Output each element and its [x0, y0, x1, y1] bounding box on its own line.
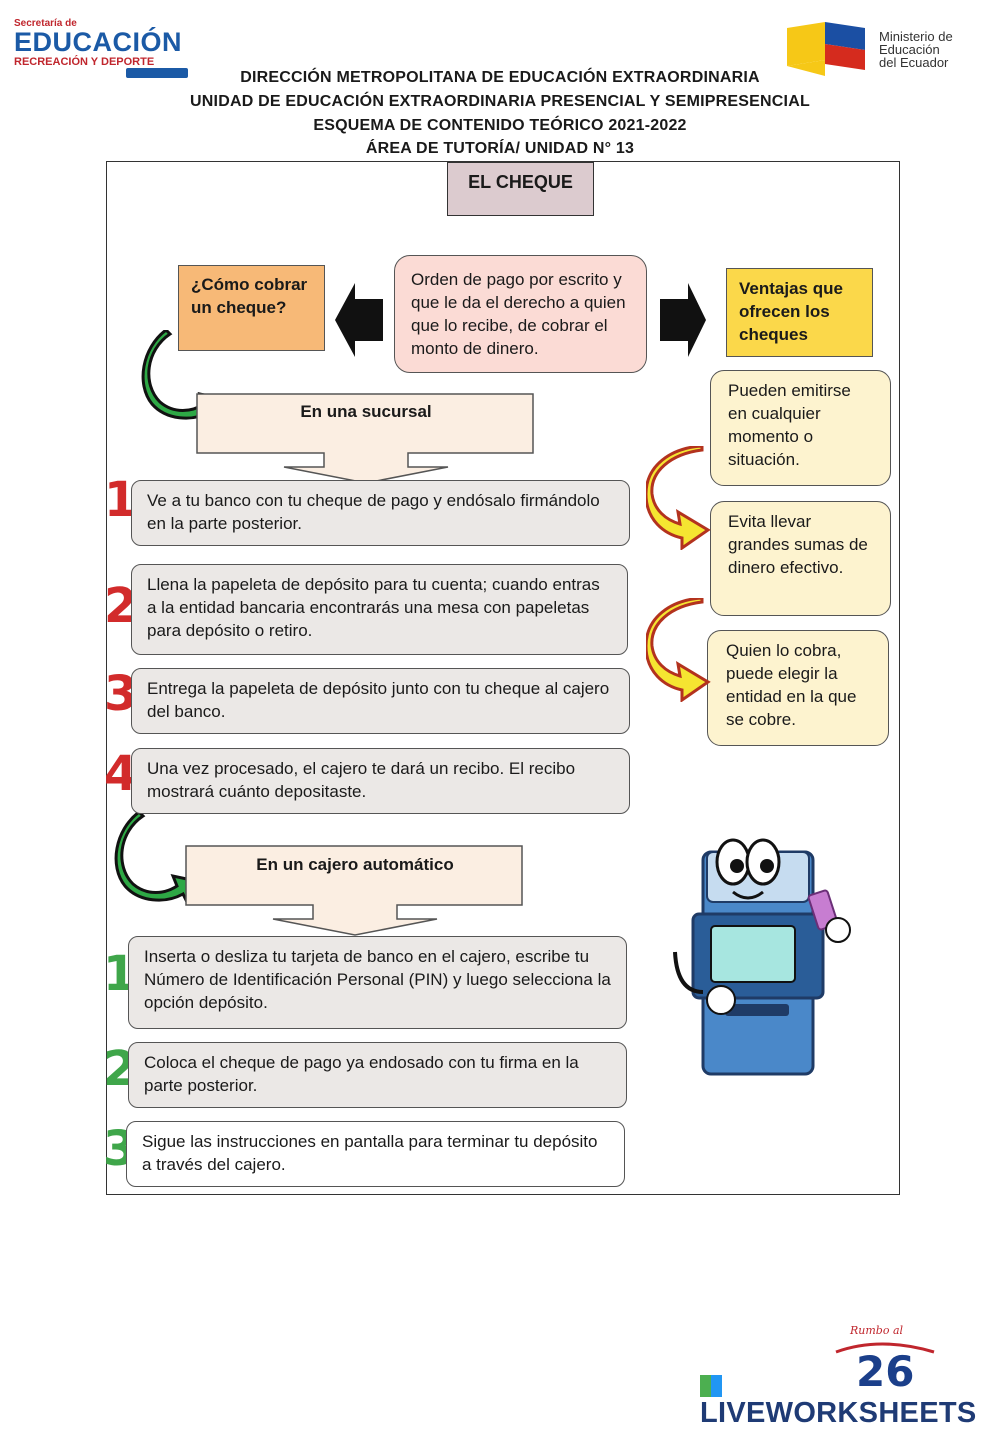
page-title: EL CHEQUE: [447, 162, 594, 216]
content-frame: [106, 161, 900, 1195]
definition-box: Orden de pago por escrito y que le da el…: [394, 255, 647, 373]
branch-step-4: Una vez procesado, el cajero te dará un …: [131, 748, 630, 814]
yellow-curved-arrow-icon: [646, 446, 711, 550]
liveworksheets-icon: [700, 1375, 722, 1397]
advantage-1: Pueden emitirse en cualquier momento o s…: [710, 370, 891, 486]
ecuador-flag-icon: [787, 22, 865, 76]
secretaria-logo-line3: RECREACIÓN Y DEPORTE: [14, 56, 155, 68]
ministerio-line2: Educación: [879, 42, 940, 57]
header-line4: ÁREA DE TUTORÍA/ UNIDAD N° 13: [365, 140, 635, 157]
how-to-cash-box: ¿Cómo cobrar un cheque?: [178, 265, 325, 351]
branch-title: En una sucursal: [300, 402, 432, 421]
header-line1: DIRECCIÓN METROPOLITANA DE EDUCACIÓN EXT…: [240, 69, 760, 86]
branch-step-2: Llena la papeleta de depósito para tu cu…: [131, 564, 628, 655]
anniversary-logo-icon: Rumbo al 26: [835, 1324, 935, 1392]
atm-mascot-illustration: [673, 838, 851, 1076]
svg-text:Rumbo al: Rumbo al: [849, 1324, 904, 1337]
atm-step-2: Coloca el cheque de pago ya endosado con…: [128, 1042, 627, 1108]
left-arrow-icon: [335, 283, 383, 357]
ministerio-line3: del Ecuador: [879, 55, 949, 70]
secretaria-logo: Secretaría de EDUCACIÓN RECREACIÓN Y DEP…: [14, 18, 194, 78]
yellow-curved-arrow-icon: [646, 598, 711, 702]
branch-step-1: Ve a tu banco con tu cheque de pago y en…: [131, 480, 630, 546]
branch-step-3: Entrega la papeleta de depósito junto co…: [131, 668, 630, 734]
advantages-title-box: Ventajas que ofrecen los cheques: [726, 268, 873, 357]
advantage-3: Quien lo cobra, puede elegir la entidad …: [707, 630, 889, 746]
header-line3: ESQUEMA DE CONTENIDO TEÓRICO 2021-2022: [313, 117, 687, 134]
liveworksheets-logo: LIVEWORKSHEETS: [700, 1375, 1000, 1430]
liveworksheets-brand: LIVEWORKSHEETS: [700, 1397, 977, 1429]
secretaria-logo-line1: Secretaría de: [14, 18, 77, 29]
ministerio-logo: Ministerio de Educación del Ecuador: [785, 20, 975, 80]
ministerio-line1: Ministerio de: [879, 29, 953, 44]
atm-callout: [185, 845, 523, 936]
atm-step-3: Sigue las instrucciones en pantalla para…: [126, 1121, 625, 1187]
atm-step-1: Inserta o desliza tu tarjeta de banco en…: [128, 936, 627, 1029]
secretaria-logo-line2: EDUCACIÓN: [14, 27, 183, 57]
right-arrow-icon: [660, 283, 706, 357]
branch-callout: [196, 393, 534, 484]
logo-stripe: [126, 68, 188, 78]
header-line2: UNIDAD DE EDUCACIÓN EXTRAORDINARIA PRESE…: [190, 93, 810, 110]
advantage-2: Evita llevar grandes sumas de dinero efe…: [710, 501, 891, 616]
svg-text:26: 26: [856, 1347, 914, 1392]
atm-title: En un cajero automático: [256, 855, 454, 874]
